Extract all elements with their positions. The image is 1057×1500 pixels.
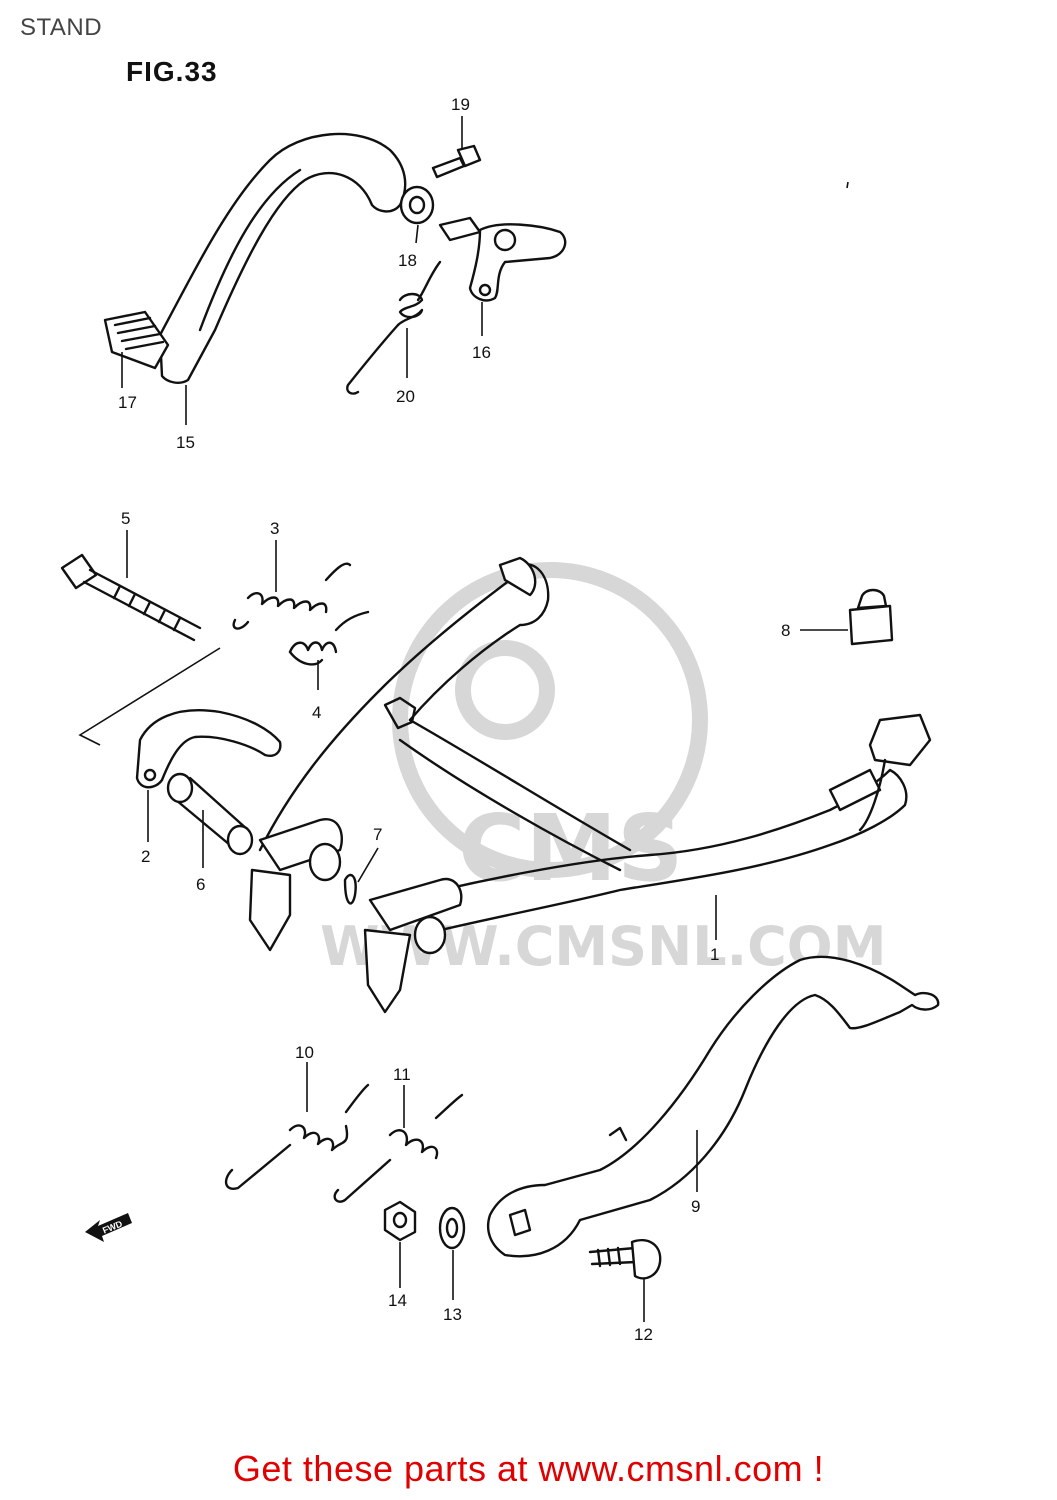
callout-11: 11 (393, 1065, 411, 1084)
part-washer-13 (438, 1206, 466, 1250)
callout-13: 13 (443, 1305, 462, 1324)
part-spring-4 (288, 610, 370, 666)
callout-15: 15 (176, 433, 195, 452)
watermark-badge-text: CMS (458, 795, 683, 902)
callout-5: 5 (121, 509, 130, 528)
callout-9: 9 (691, 1197, 700, 1216)
scan-specks (846, 181, 849, 189)
callout-20: 20 (396, 387, 415, 406)
callout-18: 18 (398, 251, 417, 270)
watermark: CMS WWW.CMSNL.COM (320, 562, 886, 978)
part-bolt-5 (60, 553, 202, 642)
part-washer-18 (399, 185, 435, 225)
part-bolt-19 (431, 144, 482, 179)
part-spring-3 (232, 562, 352, 630)
callout-leaders (121, 116, 848, 1322)
part-spring-11 (333, 1093, 464, 1203)
part-main-stand (248, 556, 932, 1014)
part-pivot-bolt (588, 1239, 662, 1280)
part-pedal-arm (438, 216, 567, 302)
callout-10: 10 (295, 1043, 314, 1062)
forward-arrow-icon: FWD (85, 1213, 132, 1242)
get-parts-link[interactable]: Get these parts at www.cmsnl.com ! (232, 1448, 825, 1489)
callout-6: 6 (196, 875, 205, 894)
part-spring-20 (346, 260, 442, 395)
callout-12: 12 (634, 1325, 653, 1344)
callout-3: 3 (270, 519, 279, 538)
watermark-badge-ring (392, 562, 708, 878)
part-collar (166, 772, 254, 856)
callout-4: 4 (312, 703, 321, 722)
part-stopper (848, 588, 894, 646)
part-bracket (135, 709, 282, 789)
part-brake-pedal (158, 132, 407, 384)
part-spring-10 (224, 1083, 370, 1190)
callout-8: 8 (781, 621, 790, 640)
part-pedal-rubber (103, 310, 170, 370)
callout-numbers: 17 15 19 18 16 20 5 3 4 2 6 7 8 1 10 11 … (118, 95, 790, 1344)
callout-19: 19 (451, 95, 470, 114)
callout-7: 7 (373, 825, 382, 844)
forward-arrow-label: FWD (101, 1218, 124, 1235)
watermark-mascot-head (455, 640, 555, 740)
callout-14: 14 (388, 1291, 407, 1310)
part-side-stand (486, 955, 940, 1258)
figure-label: FIG.33 (126, 56, 218, 87)
part-clip (343, 873, 357, 905)
page-title: STAND (20, 14, 103, 41)
callout-1: 1 (710, 945, 719, 964)
callout-16: 16 (472, 343, 491, 362)
callout-17: 17 (118, 393, 137, 412)
callout-2: 2 (141, 847, 150, 866)
part-nut (383, 1200, 417, 1242)
